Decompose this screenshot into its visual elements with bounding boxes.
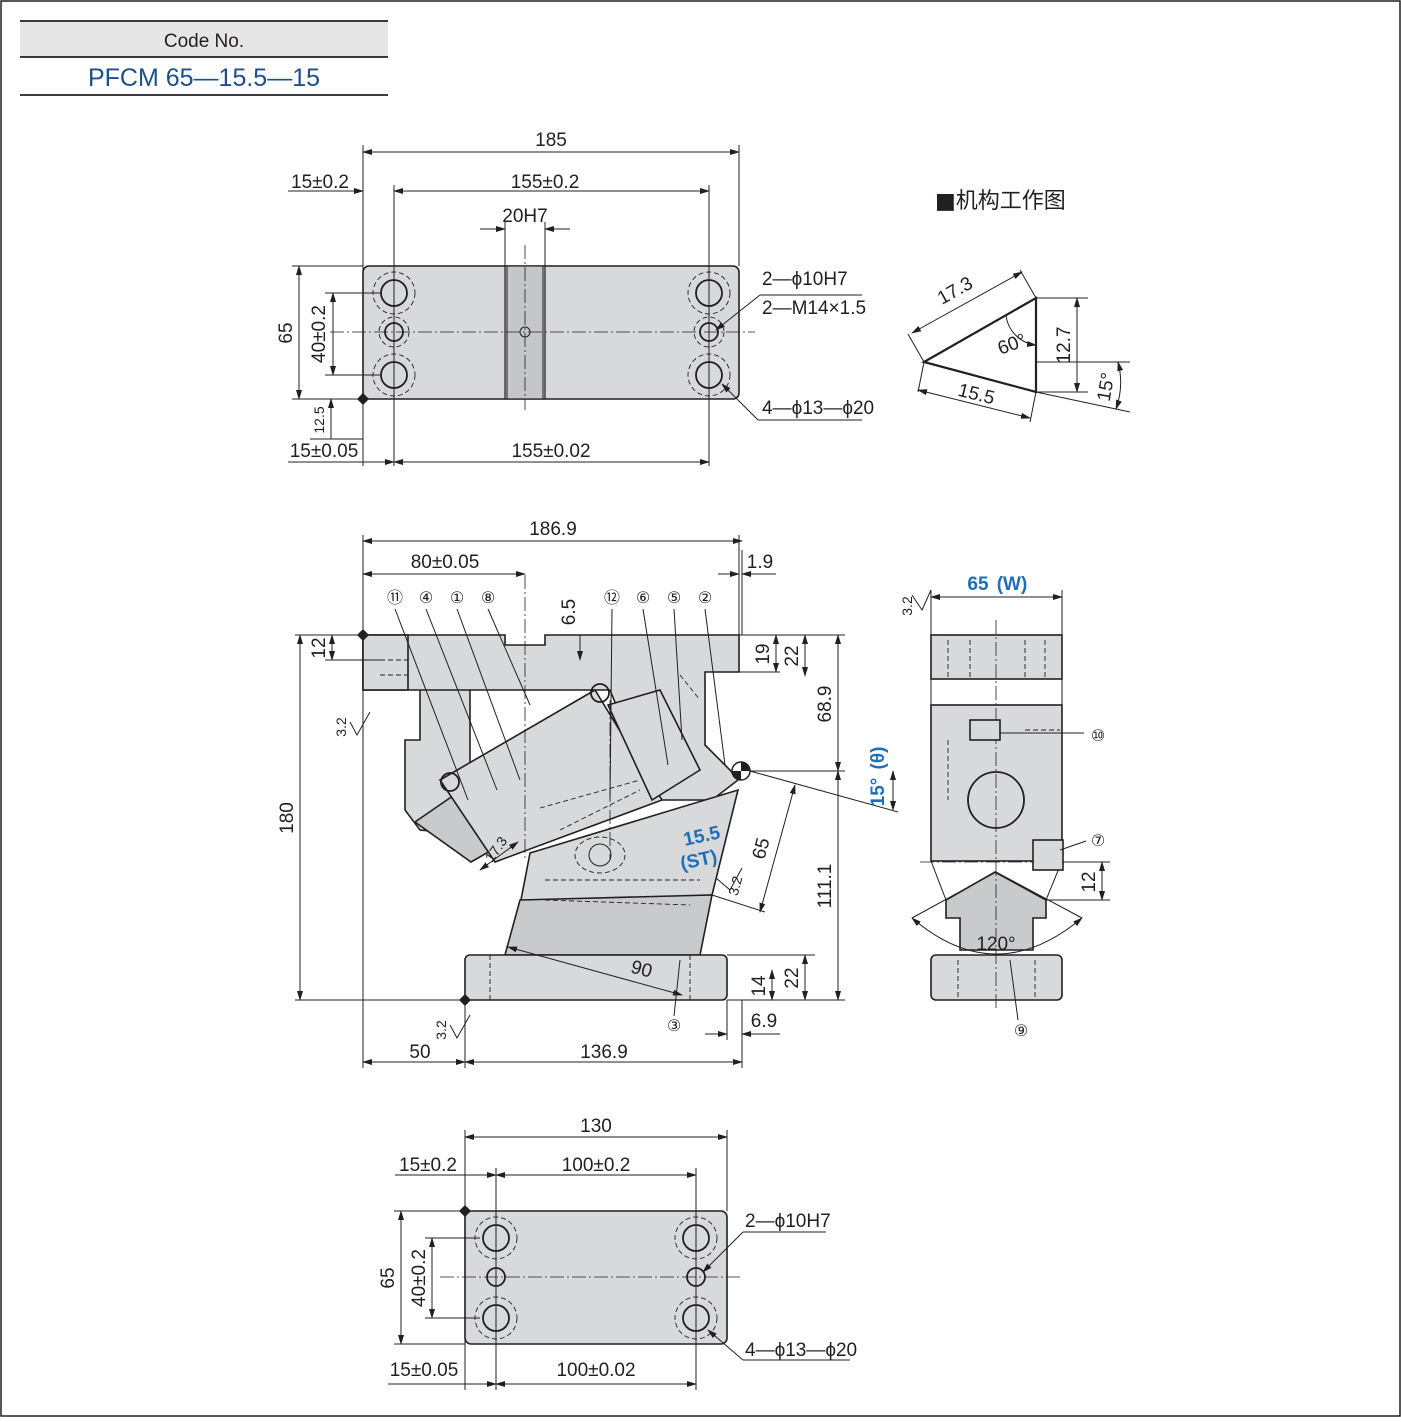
mechanism-dim-17-3: 17.3 bbox=[934, 273, 977, 309]
part-3: ③ bbox=[667, 1018, 681, 1035]
side-angle-120: 120° bbox=[976, 934, 1015, 955]
top-dim-15-upper: 15±0.2 bbox=[291, 172, 349, 193]
front-angle-15: 15° bbox=[868, 778, 889, 807]
side-rough: 3.2 bbox=[899, 596, 915, 616]
side-base bbox=[930, 954, 1063, 1001]
front-dim-22-top: 22 bbox=[782, 645, 803, 666]
code-block: Code No. PFCM 65—15.5—15 bbox=[20, 20, 388, 96]
front-rough-slope: 3.2 bbox=[725, 874, 746, 897]
mechanism-angle-15: 15° bbox=[1094, 371, 1120, 403]
part-5: ⑤ bbox=[667, 590, 681, 607]
bottom-view: 130 15±0.2 100±0.2 65 40±0.2 15±0.05 100… bbox=[378, 1116, 857, 1390]
front-dim-14: 14 bbox=[749, 975, 770, 997]
front-dim-50: 50 bbox=[409, 1042, 430, 1063]
top-callout-thread: 2—M14×1.5 bbox=[762, 298, 866, 319]
front-dim-19: 19 bbox=[753, 643, 774, 664]
front-dim-12: 12 bbox=[309, 637, 330, 658]
top-callout-pin: 2—ϕ10H7 bbox=[762, 269, 848, 290]
bottom-callout-cbore: 4—ϕ13—ϕ20 bbox=[745, 1340, 857, 1361]
top-view: 185 15±0.2 155±0.2 20H7 65 40±0.2 12.5 1… bbox=[276, 130, 874, 466]
front-angle-theta: (θ) bbox=[868, 747, 889, 770]
bottom-dim-15-lower: 15±0.05 bbox=[390, 1360, 459, 1381]
part-7: ⑦ bbox=[1091, 833, 1105, 850]
bottom-dim-100-lower: 100±0.02 bbox=[556, 1360, 635, 1381]
top-dim-12-5: 12.5 bbox=[311, 406, 327, 433]
front-dim-111-1: 111.1 bbox=[815, 864, 836, 909]
front-base bbox=[464, 954, 728, 1001]
part-10: ⑩ bbox=[1091, 728, 1105, 745]
top-dim-20h7: 20H7 bbox=[502, 206, 547, 227]
front-dim-6-9: 6.9 bbox=[751, 1011, 777, 1032]
top-dim-155-lower: 155±0.02 bbox=[511, 441, 590, 462]
part-11: ⑪ bbox=[387, 589, 403, 607]
mechanism-title: ■机构工作图 bbox=[935, 189, 1066, 214]
part-2: ② bbox=[698, 590, 712, 607]
top-dim-40: 40±0.2 bbox=[309, 305, 330, 363]
top-dim-185: 185 bbox=[535, 130, 567, 151]
top-dim-155-upper: 155±0.2 bbox=[511, 172, 580, 193]
side-dim-w: (W) bbox=[997, 574, 1028, 595]
bottom-dim-100-upper: 100±0.2 bbox=[562, 1155, 631, 1176]
front-dim-68-9: 68.9 bbox=[815, 686, 836, 723]
lower-block bbox=[503, 894, 713, 956]
front-view: 186.9 80±0.05 1.9 180 12 6.5 19 22 68.9 … bbox=[277, 519, 899, 1068]
front-rough-left: 3.2 bbox=[333, 717, 349, 737]
mechanism-dim-12-7: 12.7 bbox=[1054, 327, 1075, 364]
part-1: ① bbox=[450, 590, 464, 607]
part-6: ⑥ bbox=[636, 590, 650, 607]
mechanism-diagram: ■机构工作图 12.7 15° 17.3 15.5 60° bbox=[907, 189, 1131, 423]
front-dim-65-diag: 65 bbox=[749, 836, 775, 862]
part-4: ④ bbox=[419, 590, 433, 607]
part-8: ⑧ bbox=[481, 590, 495, 607]
front-dim-80: 80±0.05 bbox=[411, 552, 480, 573]
front-dim-136-9: 136.9 bbox=[580, 1042, 628, 1063]
side-dim-65: 65 bbox=[967, 574, 989, 595]
side-dim-12: 12 bbox=[1079, 871, 1100, 892]
part-balloons: ⑪ ④ ① ⑧ ⑫ ⑥ ⑤ ② ③ bbox=[387, 589, 712, 1035]
slide-wedge bbox=[606, 689, 702, 802]
front-dim-186-9: 186.9 bbox=[529, 519, 577, 540]
front-dim-22-bottom: 22 bbox=[782, 967, 803, 988]
code-label: Code No. bbox=[164, 31, 244, 52]
side-view: 65 (W) 3.2 12 120° ⑩ ⑦ ⑨ bbox=[899, 574, 1110, 1040]
part-9: ⑨ bbox=[1014, 1023, 1028, 1040]
front-dim-180: 180 bbox=[277, 802, 298, 834]
bottom-dim-65: 65 bbox=[378, 1267, 399, 1288]
front-rough-bottom: 3.2 bbox=[433, 1020, 449, 1040]
bottom-dim-130: 130 bbox=[580, 1116, 612, 1137]
side-top-block bbox=[930, 634, 1063, 680]
top-dim-65: 65 bbox=[276, 322, 297, 343]
bottom-callout-pin: 2—ϕ10H7 bbox=[745, 1211, 831, 1232]
top-callout-cbore: 4—ϕ13—ϕ20 bbox=[762, 398, 874, 419]
front-dim-6-5: 6.5 bbox=[559, 599, 580, 625]
top-plate bbox=[362, 265, 740, 400]
front-dim-1-9: 1.9 bbox=[747, 552, 773, 573]
mechanism-dim-15-5: 15.5 bbox=[956, 380, 997, 409]
top-dim-15-lower: 15±0.05 bbox=[290, 441, 359, 462]
code-value: PFCM 65—15.5—15 bbox=[88, 64, 320, 92]
part-12: ⑫ bbox=[604, 589, 620, 607]
cam-slide bbox=[438, 688, 664, 863]
bottom-dim-40: 40±0.2 bbox=[409, 1249, 430, 1307]
bottom-dim-15-upper: 15±0.2 bbox=[399, 1155, 457, 1176]
